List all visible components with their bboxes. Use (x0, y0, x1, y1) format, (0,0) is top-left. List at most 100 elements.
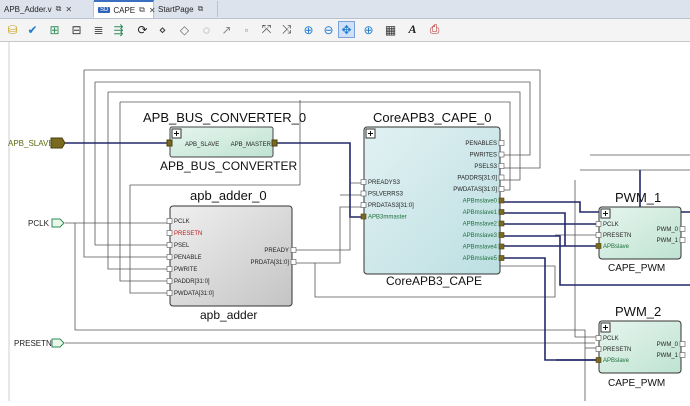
pin-connector[interactable] (595, 346, 602, 352)
pin-connector[interactable] (498, 243, 505, 250)
restore-icon[interactable]: ⧉ (55, 4, 62, 13)
zoom-out-icon[interactable]: ⊖ (323, 22, 334, 37)
database-icon[interactable]: ⛁ (7, 22, 18, 37)
pin-connector[interactable] (498, 197, 505, 204)
instance-name: CoreAPB3_CAPE_0 (373, 110, 492, 125)
port-presetn[interactable]: PRESETN (14, 338, 65, 348)
pin-connector[interactable] (595, 232, 602, 238)
pin-label: PWRITES (470, 153, 497, 159)
pin-connector[interactable] (498, 255, 505, 261)
pin-label: PREADY (264, 248, 289, 254)
instance-name: APB_BUS_CONVERTER_0 (143, 110, 306, 125)
pin-connector[interactable] (498, 151, 505, 158)
netlist-icon[interactable]: ⊟ (71, 22, 82, 37)
pin-label: PADDR[31:0] (174, 279, 210, 285)
instance-name: PWM_1 (615, 190, 661, 205)
pin-connector[interactable] (498, 163, 505, 169)
port-pclk[interactable]: PCLK (28, 218, 65, 228)
tab-cape[interactable]: SD CAPE ⧉ ✕ (94, 0, 156, 18)
pin-label: PCLK (174, 219, 190, 225)
pin-label: PRDATA[31:0] (251, 260, 290, 266)
pin-label: PWRITE (174, 267, 197, 273)
fit-icon[interactable]: ✥ (338, 21, 355, 38)
pin-label: PRESETN (174, 231, 202, 237)
pin-connector[interactable] (498, 174, 505, 181)
pin-icon[interactable]: ⋄ (158, 22, 167, 37)
pin-connector[interactable] (166, 278, 173, 284)
zoom-area-icon[interactable]: ⊕ (363, 22, 374, 37)
pin-label: APBmslave5 (463, 256, 498, 262)
pin-label: PWM_1 (657, 353, 679, 359)
type-name: apb_adder (200, 308, 257, 322)
pin-connector[interactable] (595, 335, 602, 341)
pin-connector[interactable] (166, 242, 173, 248)
pin-connector[interactable] (360, 202, 367, 208)
restore-icon[interactable]: ⧉ (197, 4, 204, 13)
grid-icon[interactable]: ▦ (384, 22, 397, 37)
pin-connector[interactable] (595, 243, 602, 249)
text-icon[interactable]: A (408, 22, 417, 36)
hide-icon[interactable]: ◌ (202, 22, 211, 37)
pin-connector[interactable] (360, 213, 367, 220)
tab-apb-adder[interactable]: APB_Adder.v ⧉ ✕ (0, 1, 94, 17)
pin-connector[interactable] (498, 186, 505, 192)
pin-connector[interactable] (166, 290, 173, 296)
block-apb-bus-converter[interactable]: APB_BUS_CONVERTER_0 APB_SLAVE APB_MASTER… (143, 110, 306, 173)
block-coreapb3-cape[interactable]: CoreAPB3_CAPE_0 PREADYS3PSLVERRS3PRDATAS… (360, 110, 505, 288)
pin-plain-icon[interactable]: ◦ (244, 22, 249, 37)
pin-connector[interactable] (595, 221, 602, 227)
block-apb-adder[interactable]: apb_adder_0 PCLKPRESETNPSELPENABLEPWRITE… (166, 188, 297, 322)
tab-startpage[interactable]: StartPage ⧉ (154, 1, 218, 17)
arrow-icon[interactable]: ↗ (221, 22, 232, 37)
pin-connector[interactable] (498, 232, 505, 238)
port-label: APB_SLAVE (8, 139, 54, 148)
schematic-canvas[interactable]: APB_SLAVE PCLK PRESETN APB_BUS_CONVERTER… (0, 42, 690, 401)
type-name: CoreAPB3_CAPE (386, 274, 482, 288)
pin-label: PREADYS3 (368, 180, 401, 186)
pin-outline-icon[interactable]: ◇ (179, 22, 190, 37)
pin-connector[interactable] (290, 259, 297, 265)
wires (65, 69, 690, 401)
pin-label: APBmslave3 (463, 233, 498, 239)
pin-connector[interactable] (679, 341, 686, 347)
route-icon[interactable]: ⇶ (113, 22, 124, 37)
pin-connector[interactable] (360, 179, 367, 185)
pin-label: APB_MASTER (231, 142, 272, 148)
pin-label: APB3mmaster (368, 215, 407, 221)
pin-connector[interactable] (498, 209, 505, 215)
pin-connector[interactable] (166, 230, 173, 236)
pin-connector[interactable] (360, 190, 367, 197)
bus-icon[interactable]: ≣ (93, 22, 104, 37)
collapse-icon[interactable]: ⤨ (281, 22, 292, 36)
pin-connector[interactable] (679, 226, 686, 232)
pin-connector[interactable] (679, 237, 686, 243)
component-icon[interactable]: ⊞ (49, 22, 60, 37)
port-apb-slave[interactable]: APB_SLAVE (8, 137, 66, 149)
pin-connector[interactable] (166, 218, 173, 224)
pin-connector[interactable] (498, 220, 505, 227)
close-icon[interactable]: ✕ (65, 4, 73, 14)
port-label: PRESETN (14, 339, 52, 348)
pin-connector[interactable] (290, 247, 297, 253)
sd-badge: SD (98, 7, 111, 13)
close-icon[interactable]: ✕ (148, 5, 156, 15)
bus-wires (65, 142, 690, 361)
pin-label: PADDRS[31:0] (457, 176, 497, 182)
pin-label: APBslave (603, 244, 630, 250)
print-icon[interactable]: ⎙ (429, 22, 440, 36)
pin-connector[interactable] (595, 357, 602, 363)
zoom-in-icon[interactable]: ⊕ (303, 22, 314, 37)
pin-connector[interactable] (679, 352, 686, 358)
expand-icon[interactable]: ⤧ (261, 22, 272, 36)
pin-connector[interactable] (166, 266, 173, 272)
pin-connector[interactable] (498, 140, 505, 146)
document-tab-bar: APB_Adder.v ⧉ ✕ SD CAPE ⧉ ✕ StartPage ⧉ (0, 0, 690, 19)
port-label: PCLK (28, 219, 50, 228)
pin-connector[interactable] (166, 254, 173, 260)
check-icon[interactable]: ✔ (27, 22, 38, 37)
pin-label: APBmslave4 (463, 245, 498, 251)
sync-icon[interactable]: ⟳ (137, 22, 148, 37)
restore-icon[interactable]: ⧉ (139, 5, 145, 14)
